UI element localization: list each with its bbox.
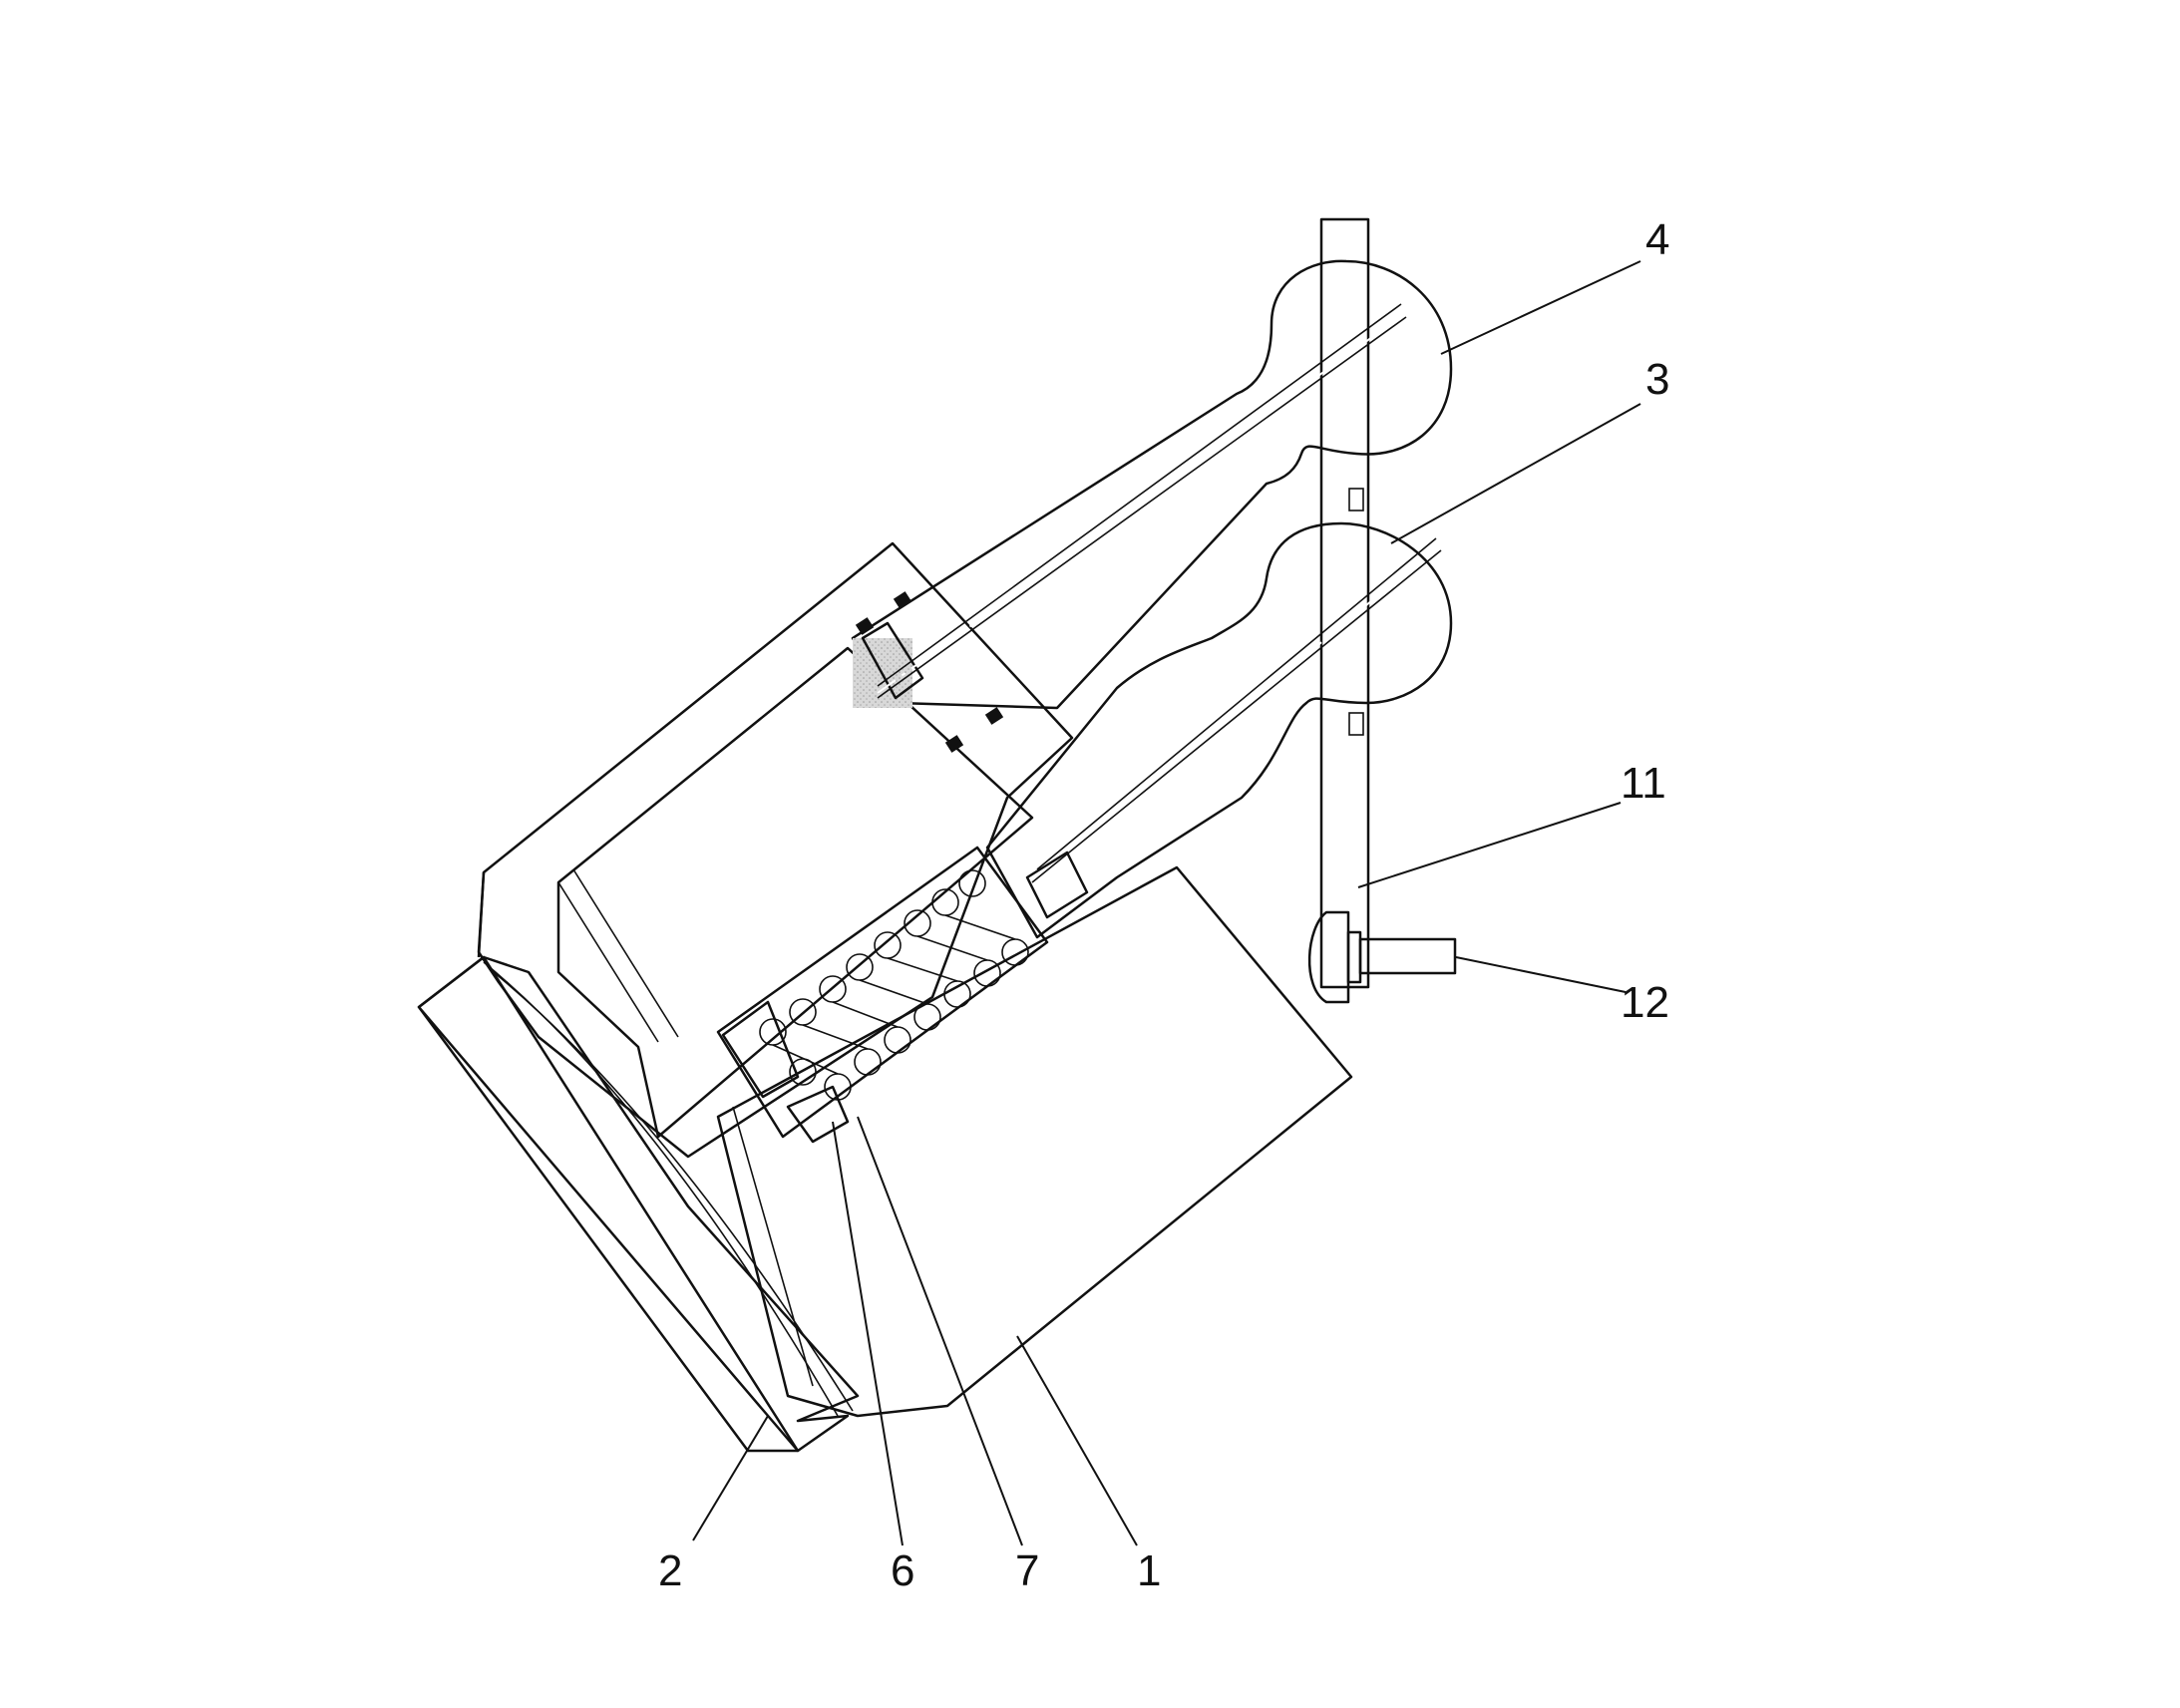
label-2: 2 — [658, 1546, 682, 1595]
adjusting-screw — [1307, 910, 1457, 1004]
label-12: 12 — [1621, 978, 1669, 1027]
leader-12 — [1455, 956, 1627, 993]
label-7: 7 — [1015, 1546, 1039, 1595]
mounting-plate — [1319, 217, 1370, 989]
spring-coils — [759, 869, 1029, 1101]
ball-stud-3 — [985, 521, 1453, 939]
leader-lines — [692, 260, 1641, 1546]
label-11: 11 — [1621, 759, 1666, 808]
leader-4 — [1440, 260, 1641, 355]
outer-sleeve-part-2 — [417, 871, 860, 1453]
label-3: 3 — [1645, 355, 1669, 404]
housing-body — [477, 541, 1074, 1159]
ball-stud-4 — [851, 259, 1453, 753]
leader-6 — [832, 1121, 904, 1546]
label-6: 6 — [891, 1546, 914, 1595]
leader-11 — [1357, 802, 1622, 888]
leader-7 — [857, 1116, 1023, 1546]
leader-2 — [692, 1415, 769, 1541]
leader-1 — [1016, 1335, 1138, 1546]
label-4: 4 — [1645, 215, 1669, 264]
leader-3 — [1390, 403, 1641, 544]
reference-labels: 4 3 11 12 2 6 7 1 — [658, 215, 1669, 1595]
spring-chamber — [716, 846, 1049, 1144]
label-1: 1 — [1137, 1546, 1161, 1595]
